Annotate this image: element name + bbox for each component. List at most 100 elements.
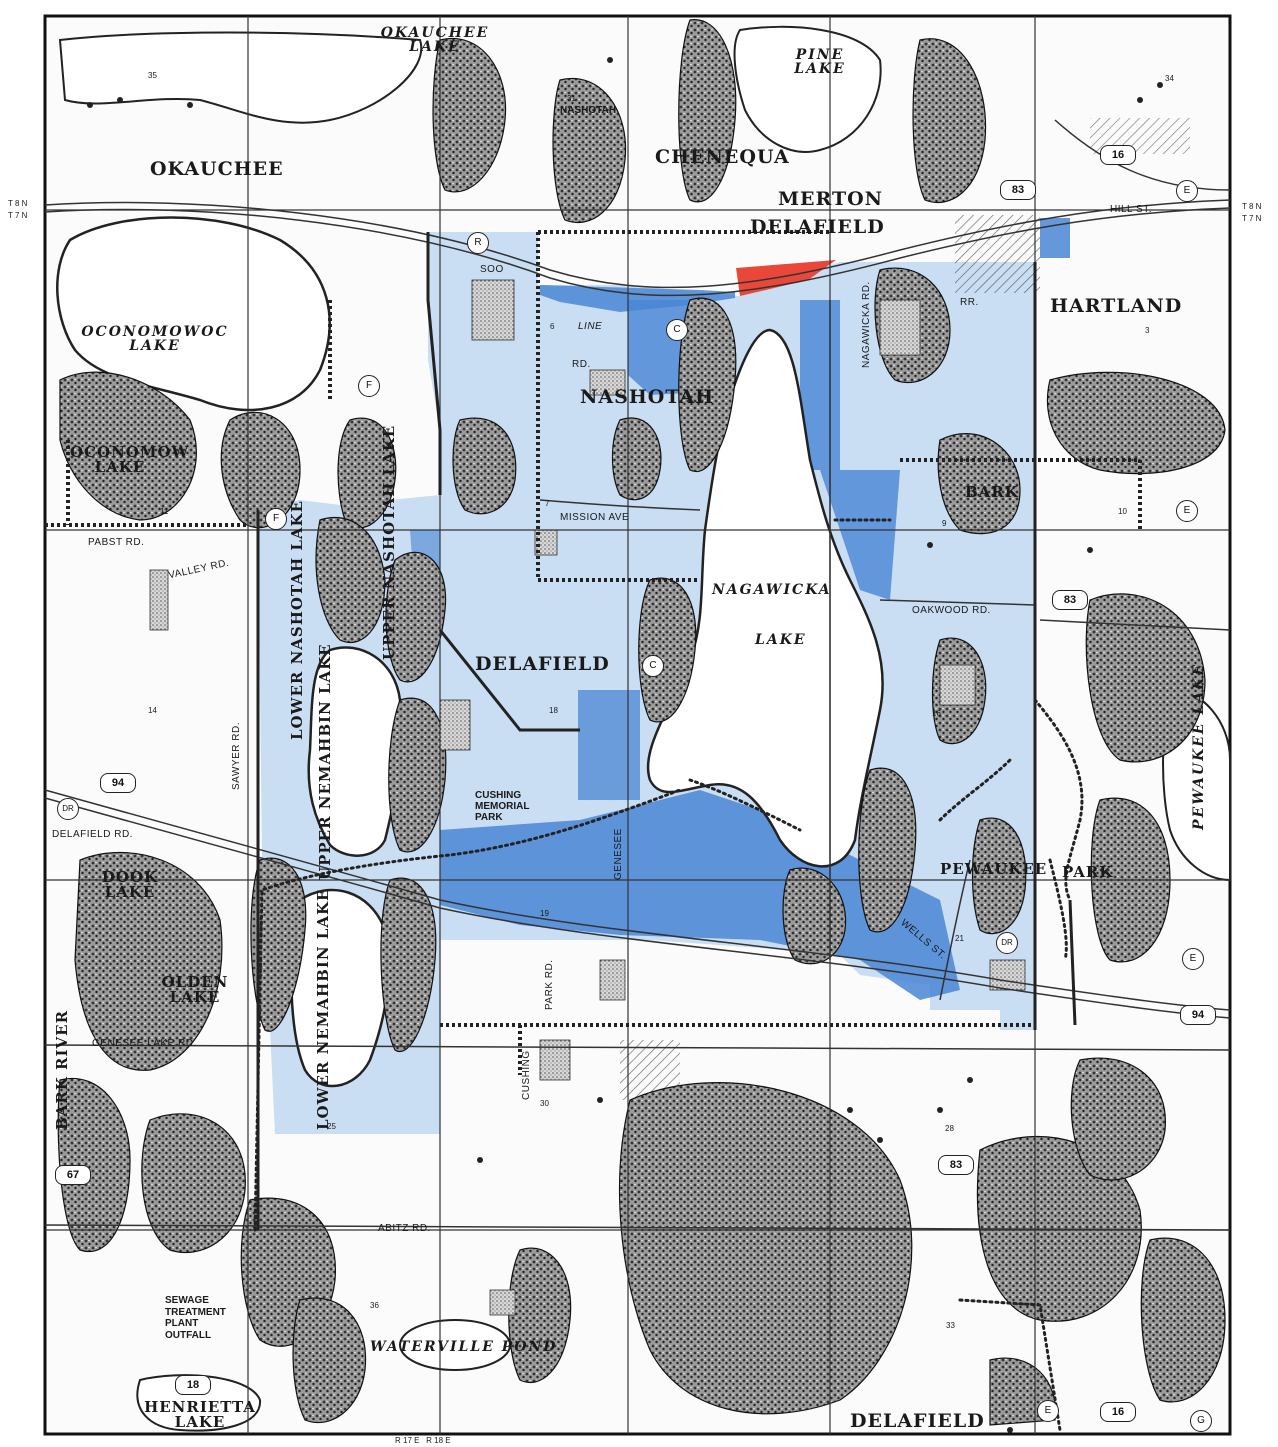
waterville-pond-label: WATERVILLE POND xyxy=(370,1339,558,1355)
section-11-label: 11 xyxy=(160,507,169,516)
section-34-label: 34 xyxy=(1165,74,1174,83)
highway-16-se: 16 xyxy=(1100,1402,1136,1422)
highway-16-ne: 16 xyxy=(1100,145,1136,165)
oconomowoc-lake xyxy=(56,216,331,412)
park-rd-label: PARK RD. xyxy=(544,959,555,1011)
section-18-label: 18 xyxy=(549,706,558,715)
nagawicka-label: NAGAWICKA xyxy=(712,582,832,598)
rd-label: RD. xyxy=(572,359,591,370)
okauchee-lake xyxy=(58,31,423,124)
section-21-label: 21 xyxy=(955,934,964,943)
building-dots xyxy=(87,57,1163,1433)
township-left-bottom: T 7 N xyxy=(8,211,28,220)
planning-boundaries xyxy=(256,232,1077,1230)
county-e-shield-se: E xyxy=(1182,948,1204,970)
county-dr-shield-east: DR xyxy=(996,932,1018,954)
pewaukee-lake-label: PEWAUKEE LAKE xyxy=(1191,662,1207,830)
chenequa-label: CHENEQUA xyxy=(655,146,790,168)
delafield-bottom-label: DELAFIELD xyxy=(850,1410,985,1432)
pewaukee-label: PEWAUKEE xyxy=(940,860,1048,878)
bark-label: BARK xyxy=(965,483,1019,501)
section-3-label: 3 xyxy=(1145,326,1150,335)
section-6-label: 6 xyxy=(550,322,555,331)
red-area xyxy=(736,260,836,296)
section-31-label: 31 xyxy=(567,94,576,103)
soo-line-label: SOO xyxy=(480,264,504,275)
hartland-label: HARTLAND xyxy=(1050,295,1183,317)
corporate-limits xyxy=(45,230,1142,1075)
dark-service-area-grid xyxy=(578,690,640,800)
pine-lake-label: PINE LAKE xyxy=(794,47,846,77)
oconomowoc-lake-label: OCONOMOWOC LAKE xyxy=(81,324,229,354)
highway-83-east: 83 xyxy=(1052,590,1088,610)
oconomowoc-village-label: OCONOMOW LAKE xyxy=(70,443,190,476)
dark-service-area-mid xyxy=(820,470,900,600)
upper-nashotah-label: UPPER NASHOTAH LAKE xyxy=(380,424,398,660)
genesee-lake-rd-label: GENESEE LAKE RD. xyxy=(92,1038,197,1049)
section-30-label: 30 xyxy=(540,1099,549,1108)
range-label: R 17 E R 18 E xyxy=(395,1436,451,1445)
highway-83-south: 83 xyxy=(938,1155,974,1175)
delafield-city-label: DELAFIELD xyxy=(475,653,610,675)
delafield-top-label: DELAFIELD xyxy=(750,216,885,238)
okauchee-label: OKAUCHEE xyxy=(150,158,284,180)
hill-st-label: HILL ST. xyxy=(1110,204,1152,215)
section-25-label: 25 xyxy=(327,1122,336,1131)
mission-ave-label: MISSION AVE xyxy=(560,512,630,523)
lower-nashotah-label: LOWER NASHOTAH LAKE xyxy=(288,499,306,740)
section-9-label: 9 xyxy=(942,519,947,528)
interstate-94-east: 94 xyxy=(1180,1005,1216,1025)
sawyer-rd-label: SAWYER RD. xyxy=(231,722,242,790)
county-dr-shield-west: DR xyxy=(57,798,79,820)
township-right-top: T 8 N xyxy=(1242,202,1262,211)
hatched-area-ne xyxy=(955,215,1040,293)
wetlands xyxy=(57,19,1226,1426)
section-7-label: 7 xyxy=(545,499,550,508)
dook-lake-label: DOOK LAKE xyxy=(101,868,159,901)
county-f-shield-north: F xyxy=(358,375,380,397)
county-g-shield: G xyxy=(1190,1410,1212,1432)
township-right-bottom: T 7 N xyxy=(1242,214,1262,223)
county-e-shield-east: E xyxy=(1176,500,1198,522)
park-label: PARK xyxy=(1062,863,1114,881)
county-e-shield-ne: E xyxy=(1176,180,1198,202)
section-35-label: 35 xyxy=(148,71,157,80)
henrietta-lake-label: HENRIETTA LAKE xyxy=(144,1398,256,1431)
interstate-94-west: 94 xyxy=(100,773,136,793)
nashotah-label: NASHOTAH xyxy=(580,386,715,408)
pabst-rd-label: PABST RD. xyxy=(88,537,145,548)
highway-18: 18 xyxy=(175,1375,211,1395)
section-grid xyxy=(45,16,1230,1434)
sewage-outfall-label: SEWAGE TREATMENT PLANT OUTFALL xyxy=(165,1295,226,1341)
oakwood-rd-label: OAKWOOD RD. xyxy=(912,605,991,616)
section-36-label: 36 xyxy=(370,1301,379,1310)
upper-nemahbin-lake xyxy=(307,646,403,857)
pine-lake xyxy=(733,25,882,153)
county-c-shield: C xyxy=(666,319,688,341)
lower-nemahbin-label: LOWER NEMAHBIN LAKE xyxy=(314,888,332,1130)
bark-river-label: BARK RIVER xyxy=(53,1009,71,1130)
county-c-shield-city: C xyxy=(642,655,664,677)
delafield-rd-label: DELAFIELD RD. xyxy=(52,829,133,840)
lake-label: LAKE xyxy=(755,632,807,648)
highway-83-north: 83 xyxy=(1000,180,1036,200)
county-r-shield: R xyxy=(467,232,489,254)
section-33-label: 33 xyxy=(946,1321,955,1330)
cushing-park-label: CUSHING MEMORIAL PARK xyxy=(475,790,530,823)
county-f-shield-west: F xyxy=(265,508,287,530)
olden-lake-label: OLDEN LAKE xyxy=(161,973,229,1006)
genesee-st-label: GENESEE xyxy=(613,828,624,880)
rr-label: RR. xyxy=(960,297,979,308)
section-19-label: 19 xyxy=(540,909,549,918)
roads xyxy=(44,119,1231,1231)
line-road-label: LINE xyxy=(578,321,603,332)
cushing-rd-label: CUSHING xyxy=(521,1050,532,1100)
township-left-top: T 8 N xyxy=(8,199,28,208)
section-14-label: 14 xyxy=(148,706,157,715)
nashotah-north-label: NASHOTAH xyxy=(560,105,616,116)
section-10-label: 10 xyxy=(1118,507,1127,516)
nagawicka-rd-label: NAGAWICKA RD. xyxy=(861,281,872,368)
section-28-label: 28 xyxy=(945,1124,954,1133)
upper-nemahbin-label: UPPER NEMAHBIN LAKE xyxy=(316,643,334,880)
